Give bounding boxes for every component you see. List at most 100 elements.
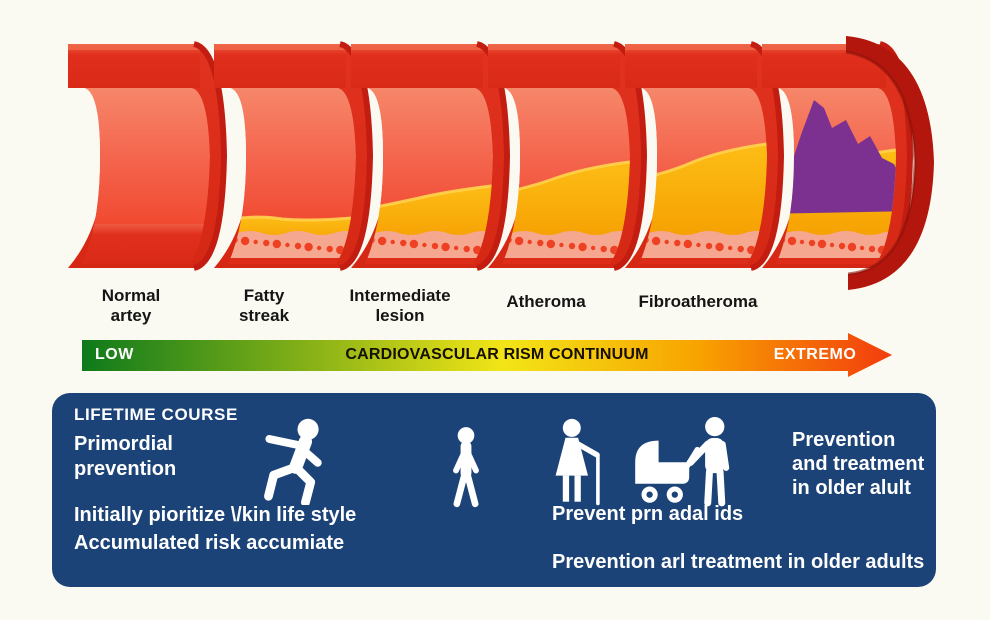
right-note-line1: Prevention <box>792 429 896 451</box>
media-cell-dot <box>600 245 607 253</box>
artery-top-highlight <box>214 44 346 50</box>
stage-label-fatty-streak: Fatty streak <box>174 286 354 325</box>
media-cell-dot <box>664 239 669 245</box>
adult-icon <box>683 417 743 509</box>
media-cell-dot <box>559 242 564 248</box>
right-note-line3: in older alult <box>792 477 911 499</box>
media-cell-dot <box>285 242 290 248</box>
media-cell-dot <box>737 245 744 253</box>
media-cell-dot <box>272 239 282 249</box>
thrombus <box>776 100 896 214</box>
right-note-line2: and treatment <box>792 453 925 475</box>
left-note-line1: Initially pioritize \/kin life style <box>74 504 357 526</box>
media-cell-dot <box>222 237 226 241</box>
media-cell-dot <box>727 245 733 251</box>
media-cell-dot <box>527 239 532 245</box>
artery-base-strip <box>639 258 767 264</box>
artery-top-wall <box>625 44 757 88</box>
stage-label-fibroatheroma: Fibroatheroma <box>608 292 788 312</box>
stage-label-line: Intermediate <box>349 286 451 305</box>
media-cell-dot <box>817 239 827 249</box>
artery-top-wall <box>214 44 346 88</box>
artery-progression-illustration <box>68 36 934 290</box>
media-cell-dot <box>463 245 470 253</box>
stage-label-line: Atheroma <box>506 292 586 311</box>
artery-lumen <box>82 88 210 264</box>
artery-top-wall <box>351 44 483 88</box>
artery-bottom-wall <box>82 224 210 264</box>
media-cell-dot <box>240 236 250 246</box>
media-cell-dot <box>263 239 270 247</box>
media-cell-dot <box>696 242 701 248</box>
primordial-line2: prevention <box>74 458 177 480</box>
artery-end-ring <box>846 36 934 290</box>
media-cell-dot <box>294 242 302 250</box>
stage-label-line: Fibroatheroma <box>638 292 758 311</box>
lifetime-panel: LIFETIME COURSE Primordial prevention In… <box>52 393 936 587</box>
risk-continuum-arrow <box>82 333 892 377</box>
risk-arrow-shape <box>82 333 892 377</box>
risk-high-label: EXTREMO <box>773 345 857 363</box>
media-cell-dot <box>829 242 835 248</box>
running-child-icon <box>255 417 340 505</box>
media-cell-dot <box>868 245 876 253</box>
elderly-woman-icon <box>543 417 615 509</box>
right-note: Prevention and treatment in older alult <box>792 428 924 500</box>
artery-top-highlight <box>762 44 886 50</box>
artery-cut-edge <box>192 41 228 271</box>
artery-base-strip <box>776 258 896 264</box>
artery-top-highlight <box>68 44 200 50</box>
artery-top-highlight <box>488 44 620 50</box>
media-cell-dot <box>316 245 322 251</box>
media-cell-dot <box>715 242 724 252</box>
media-cell-dot <box>847 242 857 252</box>
media-cell-dot <box>537 239 544 247</box>
risk-low-label: LOW <box>95 345 134 363</box>
media-cell-dot <box>326 245 333 253</box>
artery-base-strip <box>502 258 630 264</box>
media-cell-dot <box>705 242 713 250</box>
media-cell-dot <box>441 242 450 252</box>
media-cell-dot <box>546 239 556 249</box>
media-cell-dot <box>253 239 258 245</box>
artery-top-wall <box>68 44 200 88</box>
artery-end-ring-shadow <box>845 50 917 276</box>
stage-label-intermediate-lesion: Intermediate lesion <box>310 286 490 325</box>
media-cell-dot <box>787 236 797 246</box>
stage-label-normal-artery: Normal artey <box>41 286 221 325</box>
media-cell-dot <box>514 236 524 246</box>
left-note-line2: Accumulated risk accumiate <box>74 532 345 554</box>
stage-label-line: lesion <box>375 305 425 325</box>
media-cell-dot <box>431 242 439 250</box>
media-cell-dot <box>799 239 805 245</box>
media-cell-dot <box>568 242 576 250</box>
artery-top-highlight <box>351 44 483 50</box>
risk-center-label: CARDIOVASCULAR RISM CONTINUUM <box>345 345 649 363</box>
media-cell-dot <box>409 239 419 249</box>
mid-note: Prevent prn adal ids <box>552 503 744 525</box>
bottom-note: Prevention arl treatment in older adults <box>552 551 925 573</box>
media-cell-dot <box>390 239 395 245</box>
artery-top-wall <box>488 44 620 88</box>
stage-label-atheroma: Atheroma <box>456 292 636 312</box>
media-cell-dot <box>683 239 693 249</box>
media-cell-dot <box>304 242 313 252</box>
media-cell-dot <box>578 242 587 252</box>
media-cell-dot <box>422 242 427 248</box>
plaque-lipid-core <box>502 160 630 248</box>
media-cell-dot <box>377 236 387 246</box>
primordial-prevention-label: Primordial prevention <box>74 432 176 482</box>
stage-label-line: artey <box>110 305 152 325</box>
media-cell-dot <box>838 242 846 250</box>
media-cell-dot <box>400 239 407 247</box>
lifetime-panel-title: LIFETIME COURSE <box>74 405 238 424</box>
media-cell-dot <box>590 245 596 251</box>
stage-label-line: Normal <box>101 286 161 305</box>
artery-base-strip <box>365 258 493 264</box>
stage-label-line: streak <box>238 305 290 325</box>
media-cell-dot <box>651 236 661 246</box>
media-cell-dot <box>674 239 681 247</box>
media-cell-dot <box>808 239 816 247</box>
media-cell-dot <box>453 245 459 251</box>
